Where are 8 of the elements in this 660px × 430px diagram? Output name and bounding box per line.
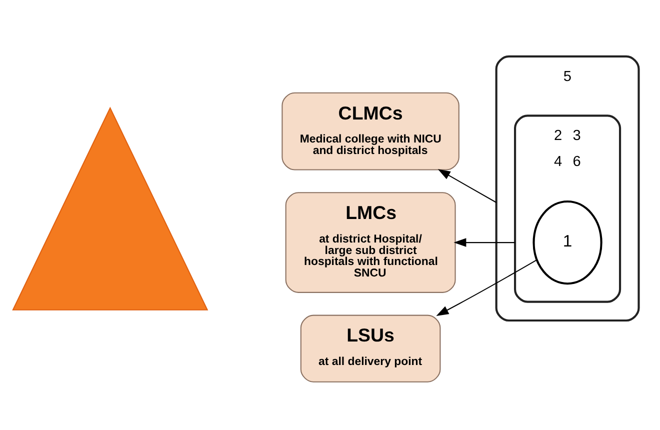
- arrow: [436, 260, 537, 316]
- node-box: CLMCs Medical college with NICU and district hospitals: [282, 92, 460, 170]
- arrow: [438, 169, 497, 203]
- node-box: LSUs at all delivery point: [300, 314, 441, 382]
- arrow: [454, 238, 516, 247]
- node-box: LMCs at district Hospital/ large sub district hospitals with functional SNCU: [285, 192, 456, 293]
- node-triangle: [12, 106, 208, 310]
- node-ellipse: 1: [532, 200, 602, 285]
